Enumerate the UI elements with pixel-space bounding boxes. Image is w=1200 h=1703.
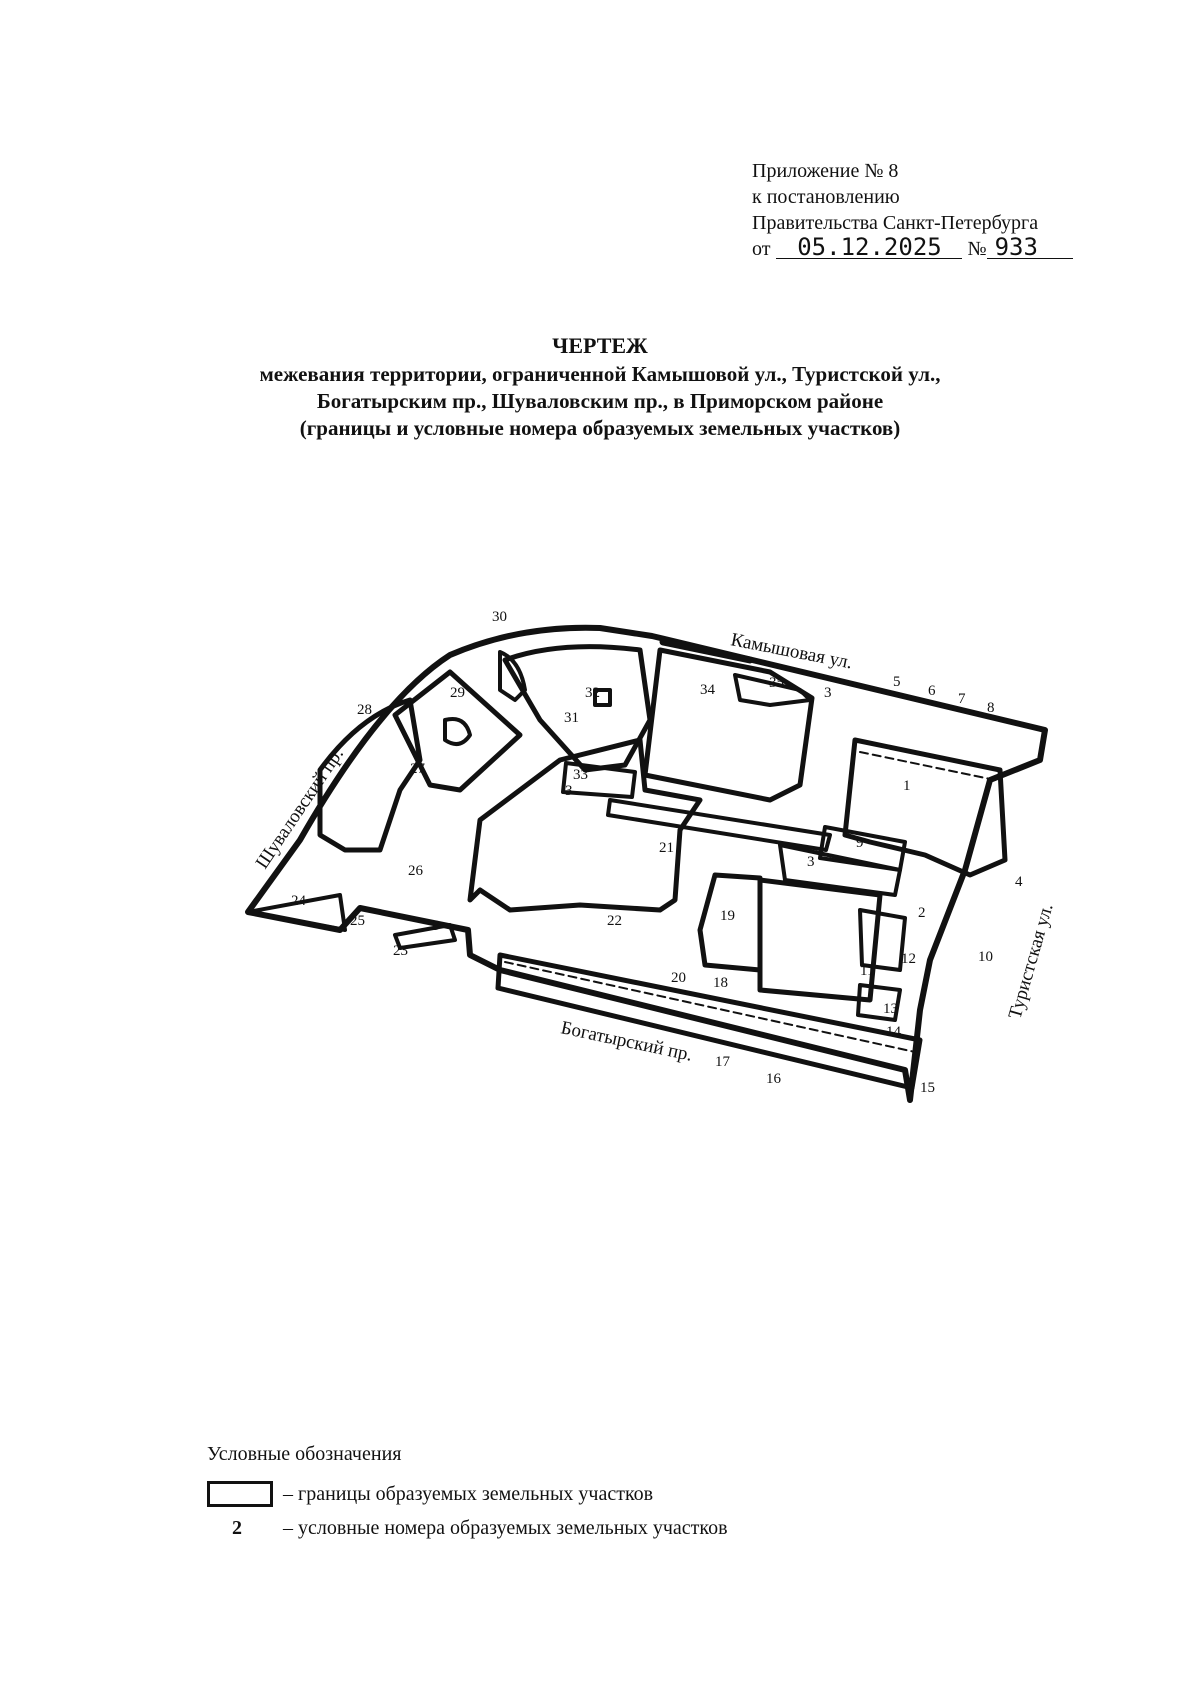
parcel-number: 9 [856, 835, 864, 851]
parcel-outline [697, 872, 763, 973]
parcel-outline [393, 923, 457, 950]
parcel-number: 4 [1015, 874, 1023, 890]
parcel-number: 3 [807, 854, 815, 870]
parcel-number: 28 [357, 702, 372, 718]
parcel-number: 29 [450, 685, 465, 701]
parcel-number: 24 [291, 893, 307, 909]
title-main: ЧЕРТЕЖ [552, 333, 648, 358]
parcel-number: 30 [492, 609, 507, 625]
outer-boundary [245, 624, 1048, 1103]
title-line-2: межевания территории, ограниченной Камыш… [259, 362, 941, 386]
decree-date: 05.12.2025 [776, 235, 963, 259]
legend-boundary-text: – границы образуемых земельных участков [283, 1483, 654, 1505]
parcel-number: 11 [860, 963, 874, 979]
parcel-number: 3 [565, 783, 573, 799]
parcel-number: 3 [432, 918, 440, 934]
hatch-strip [504, 961, 916, 1053]
street-label-turistskaya: Туристская ул. [1005, 901, 1058, 1021]
parcel-number: 31 [564, 710, 579, 726]
parcel-outline [246, 893, 347, 932]
number-prefix: № [967, 238, 987, 260]
street-edge [659, 638, 754, 664]
parcel-number: 14 [886, 1024, 902, 1040]
parcel-number: 21 [659, 840, 674, 856]
parcel-outline [467, 737, 703, 913]
parcel-outline [443, 717, 472, 746]
boundary-swatch [207, 1481, 273, 1507]
parcel-outline [561, 761, 637, 799]
parcel-number: 27 [410, 761, 426, 777]
parcel-number: 19 [720, 908, 735, 924]
parcel-outline [778, 843, 902, 897]
parcel-outline [392, 669, 523, 793]
title-line-4: (границы и условные номера образуемых зе… [299, 416, 901, 440]
number-symbol: 2 [232, 1517, 242, 1539]
parcel-outline [858, 908, 907, 972]
parcel-number: 13 [883, 1001, 898, 1017]
parcel-number: 15 [920, 1080, 935, 1096]
legend-row-number: 2 – условные номера образуемых земельных… [207, 1511, 728, 1545]
parcel-number: 12 [901, 951, 916, 967]
title-line-3: Богатырским пр., Шуваловским пр., в Прим… [316, 389, 884, 413]
parcel-number: 8 [987, 700, 995, 716]
parcel-number: 25 [350, 913, 365, 929]
parcel-outline [495, 952, 923, 1091]
parcel-outline [642, 647, 815, 803]
parcel-outline [606, 798, 832, 852]
parcel-outline [856, 983, 902, 1022]
parcel-number: 6 [928, 683, 936, 699]
parcel-number: 23 [393, 943, 408, 959]
date-prefix: от [752, 238, 771, 260]
parcel-number: 26 [408, 863, 424, 879]
parcel-number-labels: 1 2 3 3 3 3 4 5 6 7 8 9 10 11 12 13 14 1… [291, 609, 1023, 1096]
parcel-number: 1 [903, 778, 911, 794]
document-title: ЧЕРТЕЖ межевания территории, ограниченно… [0, 332, 1200, 442]
parcel-number: 7 [958, 691, 966, 707]
parcel-number: 18 [713, 975, 728, 991]
street-label-shuvalovsky: Шуваловский пр. [252, 744, 348, 873]
legend-row-boundary: – границы образуемых земельных участков [207, 1477, 728, 1511]
parcel-outline [842, 737, 1008, 878]
legend-header: Условные обозначения [207, 1443, 402, 1465]
parcel-outline [733, 673, 812, 707]
decree-number: 933 [986, 235, 1073, 259]
appendix-block: Приложение № 8 к постановлению Правитель… [752, 158, 1073, 262]
hatch-strip [859, 751, 996, 781]
street-label-bogatyrsky: Богатырский пр. [559, 1017, 694, 1065]
parcel-number: 32 [585, 685, 600, 701]
parcel-number: 5 [893, 674, 901, 690]
parcel-number: 17 [715, 1054, 731, 1070]
parcel-number: 35 [769, 675, 784, 691]
legend: Условные обозначения – границы образуемы… [207, 1441, 728, 1545]
parcel-number: 3 [824, 685, 832, 701]
parcel-outline [498, 650, 527, 702]
parcel-outline [593, 688, 612, 707]
parcel-number: 2 [918, 905, 926, 921]
parcel-outline [502, 644, 653, 773]
parcel-outline [757, 877, 883, 1003]
legend-number-text: – условные номера образуемых земельных у… [283, 1517, 728, 1539]
parcel-number: 33 [573, 767, 588, 783]
parcel-number: 20 [671, 970, 686, 986]
parcel-number: 34 [700, 682, 716, 698]
parcel-outline [317, 697, 423, 853]
parcel-number: 10 [978, 949, 993, 965]
parcel-number: 16 [766, 1071, 782, 1087]
appendix-line-1: Приложение № 8 [752, 160, 899, 182]
appendix-line-3: Правительства Санкт-Петербурга [752, 212, 1039, 234]
appendix-line-2: к постановлению [752, 186, 900, 208]
parcel-number: 22 [607, 913, 622, 929]
